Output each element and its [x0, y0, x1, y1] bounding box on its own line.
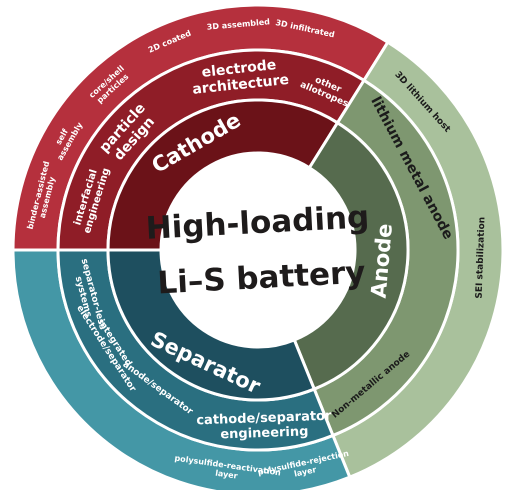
separator-mid-cathode-separator-engineering: cathode/separatorengineering	[196, 409, 333, 444]
center-disc	[161, 153, 355, 347]
outer-border	[12, 4, 504, 490]
anode-outer-sei-stabilization: SEI stabilization	[475, 217, 488, 299]
wheel-sectors	[11, 3, 505, 490]
